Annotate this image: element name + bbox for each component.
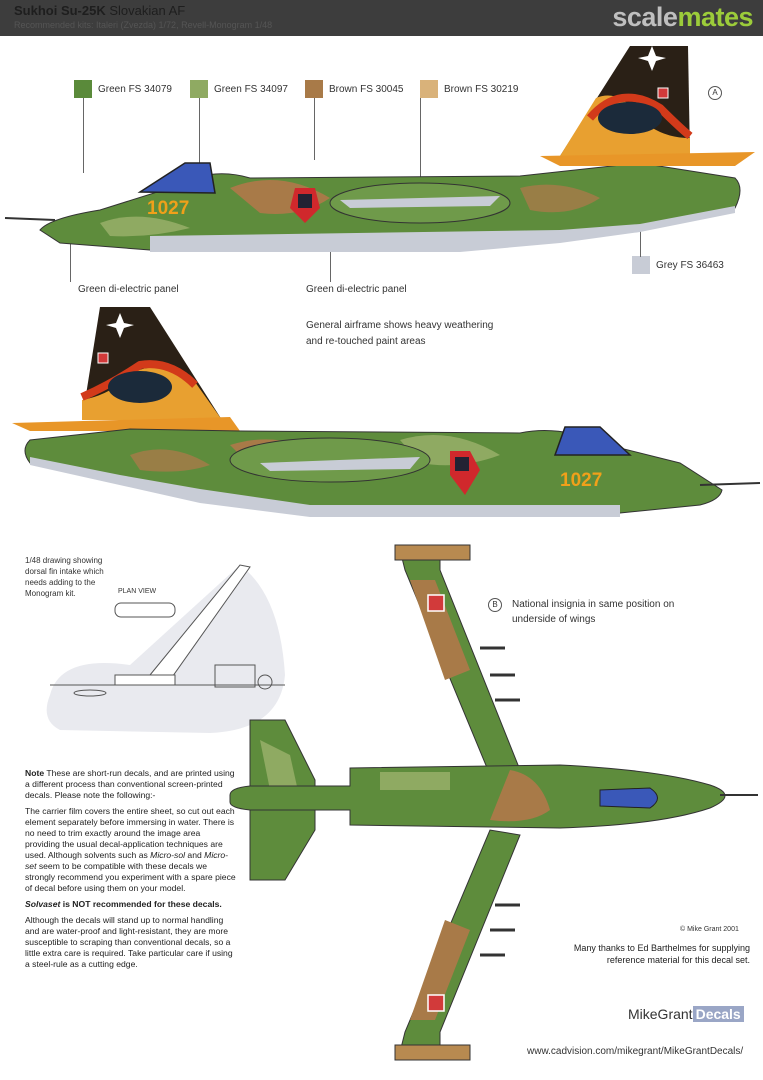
leader-line	[199, 98, 200, 168]
plan-view-label: PLAN VIEW	[118, 588, 157, 595]
leader-line	[314, 98, 315, 160]
note-carrier-film: The carrier film covers the entire sheet…	[25, 806, 236, 893]
marker-b: B	[488, 598, 502, 612]
swatch-color	[190, 80, 208, 98]
green-panel-nose-label: Green di-electric panel	[78, 284, 179, 295]
leader-line	[70, 232, 71, 282]
leader-line	[420, 98, 421, 203]
swatch-color	[420, 80, 438, 98]
star-icon	[106, 313, 134, 338]
copyright: © Mike Grant 2001	[680, 926, 739, 933]
side-number-top: 1027	[147, 198, 190, 219]
sheet-title: Sukhoi Su-25K Slovakian AF	[14, 3, 186, 18]
plan-view-aircraft	[229, 544, 758, 1061]
marker-a: A	[708, 86, 722, 100]
decal-instructions: Note These are short-run decals, and are…	[25, 768, 237, 975]
side-profile-bottom	[12, 307, 761, 517]
website-url[interactable]: www.cadvision.com/mikegrant/MikeGrantDec…	[527, 1046, 744, 1057]
note-solvaset: Solvaset is NOT recommended for these de…	[25, 899, 222, 909]
swatch-green-34079: Green FS 34079	[74, 80, 172, 98]
sheet-subtitle: Recommended kits: Italeri (Zvezda) 1/72,…	[14, 20, 273, 30]
swatch-green-34097: Green FS 34097	[190, 80, 288, 98]
green-panel-mid-label: Green di-electric panel	[306, 284, 407, 295]
leader-line	[83, 98, 84, 173]
swatch-color	[632, 256, 650, 274]
swatch-color	[305, 80, 323, 98]
swatch-brown-30219: Brown FS 30219	[420, 80, 519, 98]
slovak-insignia-icon	[427, 994, 445, 1012]
star-icon	[638, 46, 666, 71]
leader-line	[330, 232, 331, 282]
scalemates-logo[interactable]: scalemates	[612, 2, 753, 32]
side-profile-top	[4, 46, 755, 252]
drawing-note: 1/48 drawing showing dorsal fin intake w…	[25, 556, 104, 598]
dorsal-intake-drawing	[46, 564, 286, 733]
header-bar: Sukhoi Su-25K Slovakian AF Recommended k…	[0, 0, 763, 36]
side-number-bottom: 1027	[560, 470, 603, 491]
swatch-color	[74, 80, 92, 98]
national-insignia-note: National insignia in same position on un…	[512, 599, 675, 625]
swatch-brown-30045: Brown FS 30045	[305, 80, 404, 98]
slovak-insignia-icon	[657, 87, 669, 99]
thanks-note: Many thanks to Ed Barthelmes for supplyi…	[573, 943, 750, 965]
note-handling: Although the decals will stand up to nor…	[25, 915, 233, 969]
swatch-grey-36463: Grey FS 36463	[632, 256, 724, 274]
slovak-insignia-icon	[97, 352, 109, 364]
slovak-insignia-icon	[427, 594, 445, 612]
weathering-note: General airframe shows heavy weathering …	[306, 320, 494, 347]
note-intro: Note These are short-run decals, and are…	[25, 768, 235, 800]
